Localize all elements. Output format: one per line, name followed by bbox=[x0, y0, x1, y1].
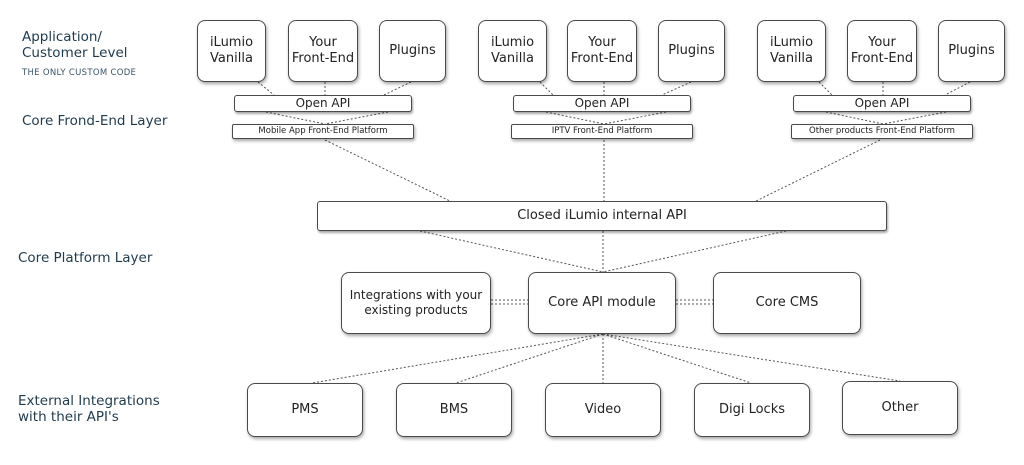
external-pms-box: PMS bbox=[247, 383, 363, 437]
external-bms-box: BMS bbox=[396, 383, 512, 437]
app-box-plugins: Plugins bbox=[379, 20, 446, 82]
open-api-box: Open API bbox=[793, 95, 971, 112]
app-box-vanilla: iLumio Vanilla bbox=[757, 20, 826, 82]
core-cms-box: Core CMS bbox=[713, 272, 861, 334]
core-api-module-box: Core API module bbox=[528, 272, 676, 334]
level-label-core-platform: Core Platform Layer bbox=[18, 250, 153, 266]
frontend-platform-box: Mobile App Front-End Platform bbox=[232, 124, 414, 139]
custom-code-note: THE ONLY CUSTOM CODE bbox=[22, 68, 137, 78]
integrations-box: Integrations with your existing products bbox=[341, 272, 491, 334]
app-box-front-end: Your Front-End bbox=[847, 20, 917, 82]
external-other-box: Other bbox=[842, 381, 958, 435]
level-label-external: External Integrations with their API's bbox=[18, 393, 160, 426]
app-box-vanilla: iLumio Vanilla bbox=[478, 20, 547, 82]
app-box-front-end: Your Front-End bbox=[567, 20, 637, 82]
app-box-vanilla: iLumio Vanilla bbox=[197, 20, 266, 82]
frontend-platform-box: Other products Front-End Platform bbox=[791, 124, 973, 139]
app-box-front-end: Your Front-End bbox=[288, 20, 358, 82]
app-box-plugins: Plugins bbox=[658, 20, 725, 82]
internal-api-box: Closed iLumio internal API bbox=[317, 201, 887, 231]
frontend-platform-box: IPTV Front-End Platform bbox=[511, 124, 693, 139]
external-digi-locks-box: Digi Locks bbox=[694, 383, 810, 437]
open-api-box: Open API bbox=[513, 95, 691, 112]
level-label-application: Application/ Customer Level bbox=[22, 29, 128, 62]
external-video-box: Video bbox=[545, 383, 661, 437]
app-box-plugins: Plugins bbox=[938, 20, 1005, 82]
open-api-box: Open API bbox=[234, 95, 412, 112]
level-label-core-frontend: Core Frond-End Layer bbox=[22, 113, 168, 129]
